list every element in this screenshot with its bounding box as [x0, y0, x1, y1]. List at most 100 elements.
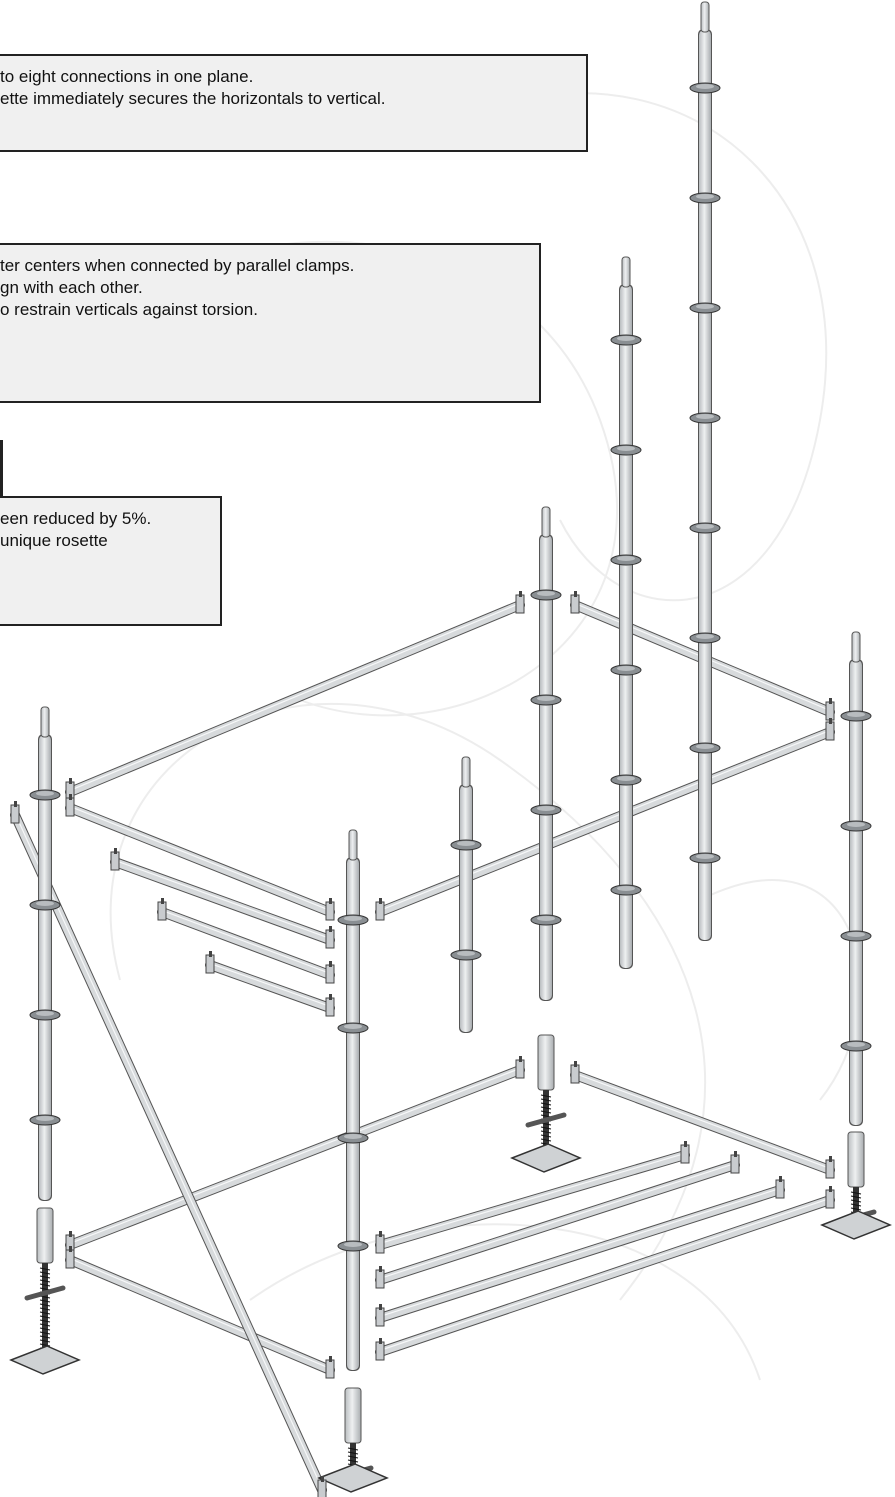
ledger-3-coupler-end	[825, 721, 835, 741]
ledger-12-coupler-end-wedge	[779, 1176, 782, 1182]
ledger-6-highlight	[209, 962, 331, 1007]
standard-front-rosette-0-hole	[344, 916, 362, 921]
standard-back-rosette-0-hole	[537, 591, 555, 596]
standard-right-spigot	[851, 631, 861, 663]
ledger-4-coupler-start	[110, 851, 120, 871]
base-jack-back-thread	[540, 1110, 552, 1114]
standard-tall-middle-spigot	[621, 256, 631, 288]
ledger-12-coupler-start	[375, 1307, 385, 1327]
ledger-4-coupler-start-wedge	[114, 848, 117, 854]
base-jack-left-thread	[39, 1323, 51, 1327]
ledger-13-coupler-end-wedge	[829, 1186, 832, 1192]
base-jack-left-thread	[39, 1283, 51, 1287]
callout-2-line-3: o restrain verticals against torsion.	[0, 300, 258, 319]
standard-left-spigot	[40, 706, 50, 738]
ledger-5-coupler-start-wedge	[161, 898, 164, 904]
base-jack-left-thread	[39, 1331, 51, 1335]
ledger-10	[376, 1151, 689, 1249]
base-jacks	[9, 1034, 892, 1493]
base-jack-front-thread	[347, 1451, 359, 1455]
standard-tall-right-rosette-0-hole	[696, 84, 714, 89]
ledger-1-coupler-start-wedge	[69, 794, 72, 800]
standard-back	[540, 535, 552, 1000]
diagonal-brace-coupler-bottom	[317, 1479, 327, 1497]
ledger-6-coupler-start-wedge	[209, 951, 212, 957]
standard-right-rosette-1-hole	[847, 822, 865, 827]
callout-vertical-alignment: ter centers when connected by parallel c…	[0, 243, 541, 403]
standard-right-rosette-3-hole	[847, 1042, 865, 1047]
base-jack-left-thread	[39, 1267, 51, 1271]
base-jack-left-thread	[39, 1327, 51, 1331]
ledger-12	[376, 1186, 784, 1322]
callout-rosette-connections: to eight connections in one plane. ette …	[0, 54, 588, 152]
base-jack-left-thread	[39, 1315, 51, 1319]
base-jack-left-thread	[39, 1343, 51, 1347]
standard-tall-middle-rosette-2-hole	[617, 556, 635, 561]
base-jack-back-collar	[537, 1034, 555, 1091]
ledger-13-coupler-start	[375, 1341, 385, 1361]
ledger-8	[66, 1256, 334, 1374]
background-swirl-2	[519, 92, 828, 602]
ledger-4-coupler-end	[325, 929, 335, 949]
base-jack-right-screw	[853, 1187, 859, 1220]
standard-tall-middle-rosette-4-hole	[617, 776, 635, 781]
standards	[29, 1, 872, 1371]
diagonal-brace-coupler-bottom-wedge	[321, 1476, 324, 1482]
base-jack-left-thread	[39, 1303, 51, 1307]
ledger-13-coupler-start-wedge	[379, 1338, 382, 1344]
base-jack-back-thread	[540, 1094, 552, 1098]
base-jack-left-thread	[39, 1307, 51, 1311]
base-jack-left-thread	[39, 1335, 51, 1339]
standard-tall-middle-rosette-1-hole	[617, 446, 635, 451]
ledger-10-coupler-end-wedge	[684, 1141, 687, 1147]
ledger-6-coupler-end-wedge	[329, 994, 332, 1000]
ledger-1	[66, 804, 334, 916]
ledger-2-coupler-start	[570, 594, 580, 614]
ledger-5-coupler-start	[157, 901, 167, 921]
base-jack-back-handle	[525, 1112, 567, 1128]
ledger-6-coupler-start	[205, 954, 215, 974]
ledger-8-coupler-end	[325, 1359, 335, 1379]
base-jack-left-thread	[39, 1299, 51, 1303]
ledger-10-highlight	[379, 1152, 686, 1244]
standard-tall-right-spigot	[700, 1, 710, 33]
ledger-8-coupler-end-wedge	[329, 1356, 332, 1362]
ledger-4	[111, 858, 334, 944]
standard-tall-middle-rosette-3-hole	[617, 666, 635, 671]
ledger-9-coupler-end-wedge	[829, 1156, 832, 1162]
base-jack-back-thread	[540, 1130, 552, 1134]
ledger-1-coupler-start	[65, 797, 75, 817]
standard-tall-right-rosette-7-hole	[696, 854, 714, 859]
ledger-9	[571, 1071, 834, 1174]
base-jack-left-thread	[39, 1279, 51, 1283]
ledger-7-coupler-start-wedge	[69, 1231, 72, 1237]
background-swirl-1	[109, 702, 707, 1301]
base-jack-back-plate	[510, 1143, 582, 1173]
ledger-12-highlight	[379, 1187, 781, 1317]
ledger-13-coupler-end	[825, 1189, 835, 1209]
ledger-0-highlight	[69, 602, 521, 791]
ledger-3	[376, 728, 834, 916]
ledger-1-highlight	[69, 805, 331, 911]
ledger-7	[66, 1066, 524, 1249]
ledger-8-coupler-start	[65, 1249, 75, 1269]
standard-left	[39, 735, 51, 1200]
standard-back-rosette-3-hole	[537, 916, 555, 921]
base-jack-back-thread	[540, 1098, 552, 1102]
base-jack-left-thread	[39, 1271, 51, 1275]
ledger-11-coupler-start-wedge	[379, 1266, 382, 1272]
base-jack-front-thread	[347, 1455, 359, 1459]
standard-left-rosette-2-hole	[36, 1011, 54, 1016]
ledger-13-highlight	[379, 1197, 831, 1351]
ledger-9-coupler-end	[825, 1159, 835, 1179]
ledger-12-coupler-start-wedge	[379, 1304, 382, 1310]
ledger-1-coupler-end-wedge	[329, 898, 332, 904]
standard-short	[460, 785, 472, 1032]
base-jack-right-thread	[850, 1195, 862, 1199]
standard-back-rosette-1-hole	[537, 696, 555, 701]
ledger-10-coupler-start	[375, 1234, 385, 1254]
ledger-10-coupler-end	[680, 1144, 690, 1164]
base-jack-right-thread	[850, 1203, 862, 1207]
ledger-9-coupler-start	[570, 1064, 580, 1084]
